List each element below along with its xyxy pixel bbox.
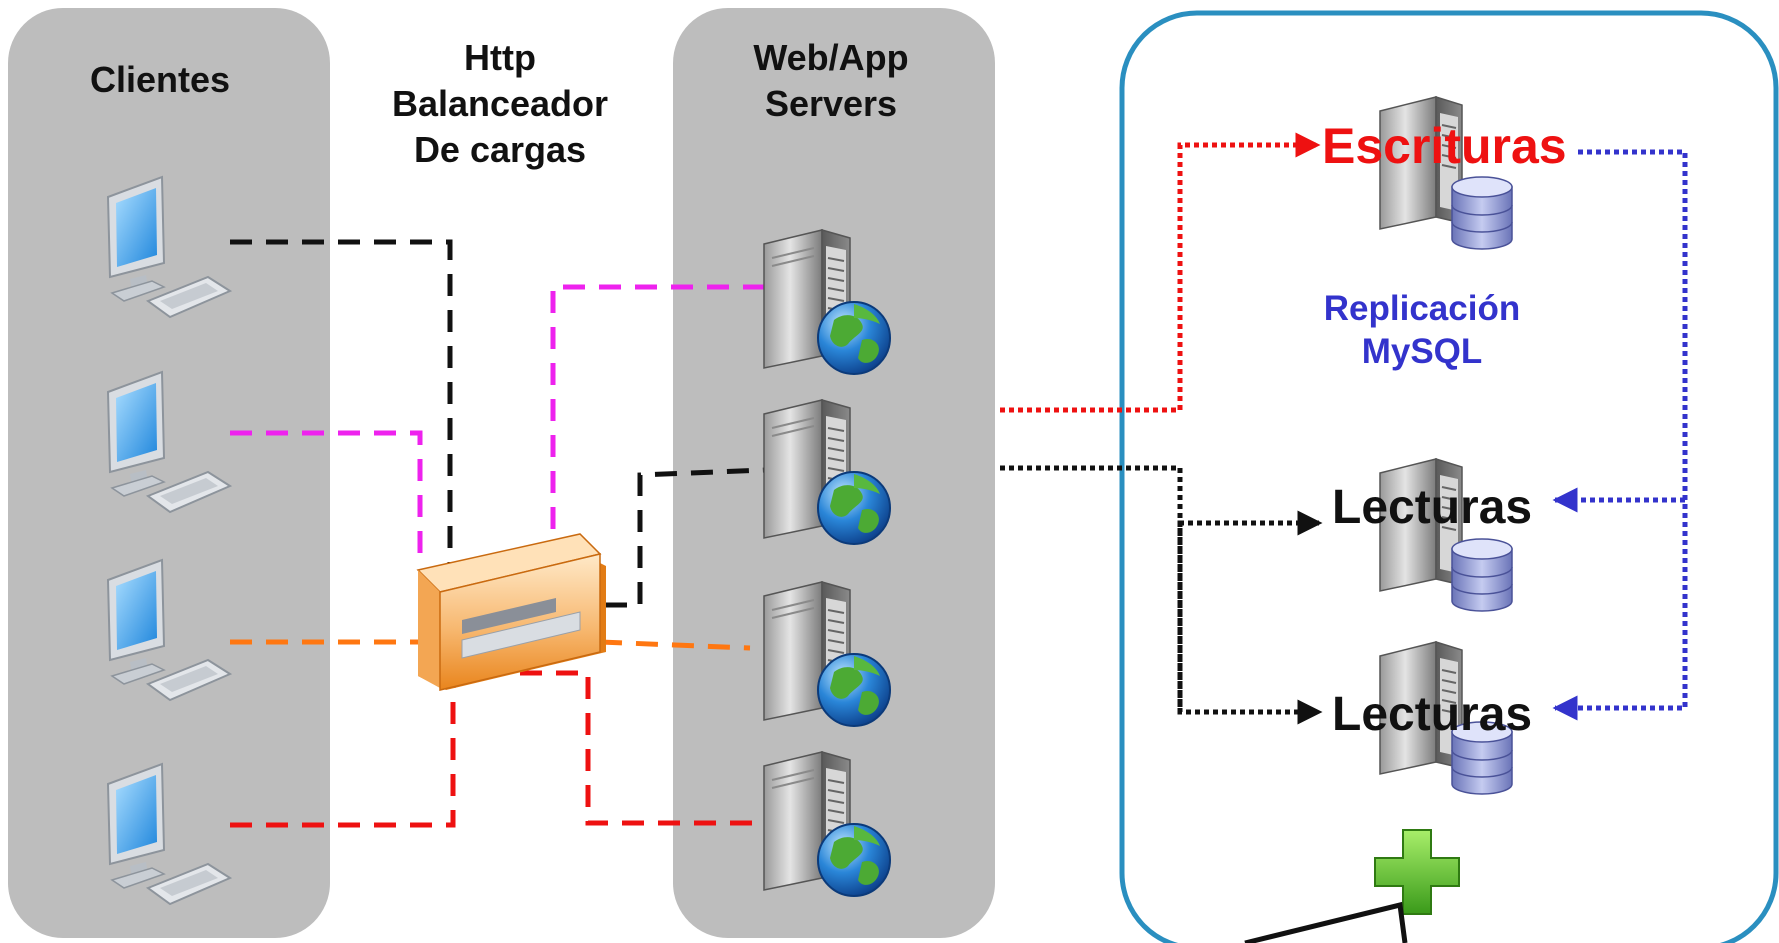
- server-4-link: [520, 670, 765, 826]
- replication-label-line2: MySQL: [1362, 332, 1483, 371]
- client-2-link: [230, 430, 423, 565]
- green-plus-icon: [1374, 829, 1460, 915]
- server-1-link: [550, 284, 765, 565]
- reads-label-2: Lecturas: [1332, 688, 1532, 741]
- load-balancer-icon: [416, 533, 606, 691]
- clients-label: Clientes: [90, 59, 230, 100]
- reads-link: [1000, 465, 1323, 712]
- reads-label-1: Lecturas: [1332, 481, 1532, 534]
- writes-link: [1000, 132, 1321, 413]
- servers-label-line2: Servers: [765, 83, 897, 124]
- server-3-link: [599, 639, 751, 651]
- database-panel: [1119, 10, 1779, 943]
- balancer-label-line1: Http: [464, 37, 536, 78]
- balancer-label-line2: Balanceador: [392, 83, 608, 124]
- clients-panel: [8, 8, 330, 938]
- client-1-link: [230, 239, 453, 565]
- balancer-label-line3: De cargas: [414, 129, 586, 170]
- replication-label-line1: Replicación: [1324, 289, 1520, 328]
- client-4-link: [230, 685, 456, 828]
- server-2-link: [605, 467, 766, 608]
- callout-line: [1244, 901, 1408, 943]
- writes-label: Escrituras: [1322, 118, 1567, 174]
- reads-link: [1177, 699, 1323, 725]
- servers-label-line1: Web/App: [753, 37, 908, 78]
- replication-link: [1552, 149, 1688, 721]
